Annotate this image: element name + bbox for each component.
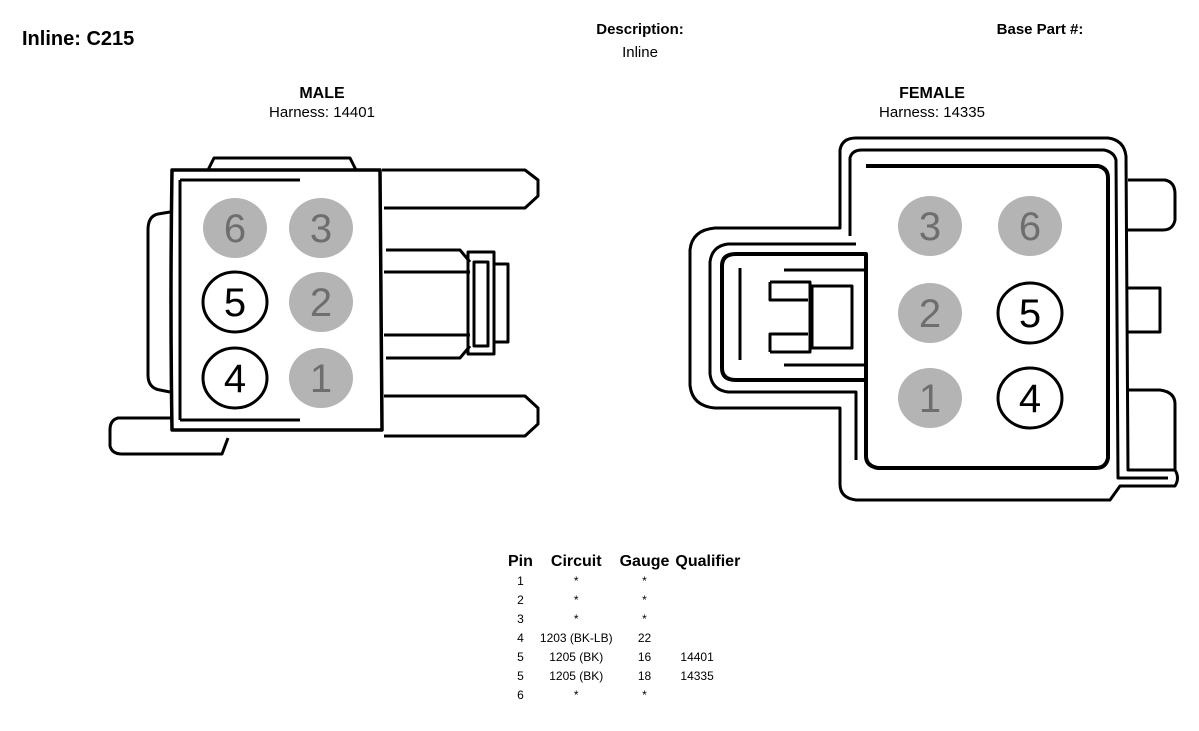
pin-table-header-circuit: Circuit — [550, 553, 602, 570]
female-pin-label: 1 — [919, 377, 941, 421]
female-pin-4: 4 — [996, 366, 1064, 430]
male-pin-1: 1 — [289, 348, 353, 408]
male-pin-label: 1 — [310, 357, 332, 401]
female-pin-6: 6 — [998, 196, 1062, 256]
female-pin-3: 3 — [898, 196, 962, 256]
table-cell — [672, 609, 743, 628]
table-cell: * — [573, 592, 579, 607]
table-row: 4 1203 (BK-LB) 22 — [505, 628, 743, 647]
table-cell: 5 — [517, 668, 524, 683]
table-cell: 4 — [517, 630, 524, 645]
table-cell: 14401 — [680, 649, 714, 664]
pin-table-header-gauge: Gauge — [619, 553, 670, 570]
table-cell: 2 — [517, 592, 524, 607]
table-cell: * — [573, 611, 579, 626]
male-pin-label: 6 — [224, 207, 246, 251]
table-row: 5 1205 (BK) 18 14335 — [505, 666, 743, 685]
table-cell: 1 — [517, 573, 524, 588]
table-cell: 1203 (BK-LB) — [539, 630, 613, 645]
female-pin-label: 2 — [919, 292, 941, 336]
table-row: 3 * * — [505, 609, 743, 628]
table-row: 1 * * — [505, 571, 743, 590]
table-cell: 3 — [517, 611, 524, 626]
pin-table-header: Pin Circuit Gauge Qualifier — [505, 553, 743, 571]
male-harness: Harness: 14401 — [269, 104, 375, 121]
table-cell — [672, 628, 743, 647]
table-cell: * — [573, 573, 579, 588]
table-row: 2 * * — [505, 590, 743, 609]
connector-title: Inline: C215 — [22, 28, 135, 50]
female-pin-5: 5 — [996, 281, 1064, 345]
table-cell: 6 — [517, 687, 524, 702]
table-cell: 5 — [517, 649, 524, 664]
table-cell: * — [573, 687, 579, 702]
male-connector-body — [108, 156, 540, 456]
pin-table-body: 1 * * 2 * * 3 * * 4 1203 (BK-LB) 22 5 1205 (BK) 16 1440… — [505, 571, 743, 704]
male-pin-3: 3 — [289, 198, 353, 258]
table-row: 6 * * — [505, 685, 743, 704]
base-part-label: Base Part #: — [996, 21, 1084, 38]
female-pin-2: 2 — [898, 283, 962, 343]
female-pin-label: 3 — [919, 205, 941, 249]
table-cell — [672, 590, 743, 609]
pin-table: Pin Circuit Gauge Qualifier 1 * * 2 * * 3 * * 4 1203 … — [505, 553, 743, 704]
table-cell: 16 — [637, 649, 652, 664]
pin-table-header-qualifier: Qualifier — [675, 553, 741, 570]
table-cell — [672, 571, 743, 590]
male-title: MALE — [299, 85, 345, 102]
table-cell: 22 — [637, 630, 652, 645]
male-pin-label: 5 — [224, 281, 246, 325]
description-value: Inline — [622, 44, 658, 61]
male-pin-5: 5 — [201, 270, 269, 334]
male-pin-label: 4 — [224, 357, 246, 401]
table-cell: * — [642, 611, 647, 626]
male-pin-4: 4 — [201, 346, 269, 410]
female-pins: 3 6 2 5 1 4 — [898, 196, 1064, 430]
table-cell: 18 — [637, 668, 652, 683]
table-cell: 14335 — [680, 668, 714, 683]
table-cell: 1205 (BK) — [549, 649, 604, 664]
male-pin-label: 2 — [310, 281, 332, 325]
male-pins: 6 3 5 2 4 1 — [201, 198, 353, 410]
description-label: Description: — [596, 21, 684, 38]
female-pin-1: 1 — [898, 368, 962, 428]
table-cell: * — [642, 687, 647, 702]
female-connector-body — [688, 136, 1179, 502]
female-harness: Harness: 14335 — [879, 104, 985, 121]
female-pin-label: 4 — [1019, 377, 1041, 421]
table-cell — [672, 685, 743, 704]
table-cell: * — [642, 592, 647, 607]
female-title: FEMALE — [899, 85, 965, 102]
female-pin-label: 6 — [1019, 205, 1041, 249]
male-pin-6: 6 — [203, 198, 267, 258]
table-cell: * — [642, 573, 647, 588]
pin-table-header-pin: Pin — [508, 553, 533, 570]
table-row: 5 1205 (BK) 16 14401 — [505, 647, 743, 666]
male-pin-label: 3 — [310, 207, 332, 251]
male-pin-2: 2 — [289, 272, 353, 332]
table-cell: 1205 (BK) — [549, 668, 604, 683]
female-pin-label: 5 — [1019, 292, 1041, 336]
